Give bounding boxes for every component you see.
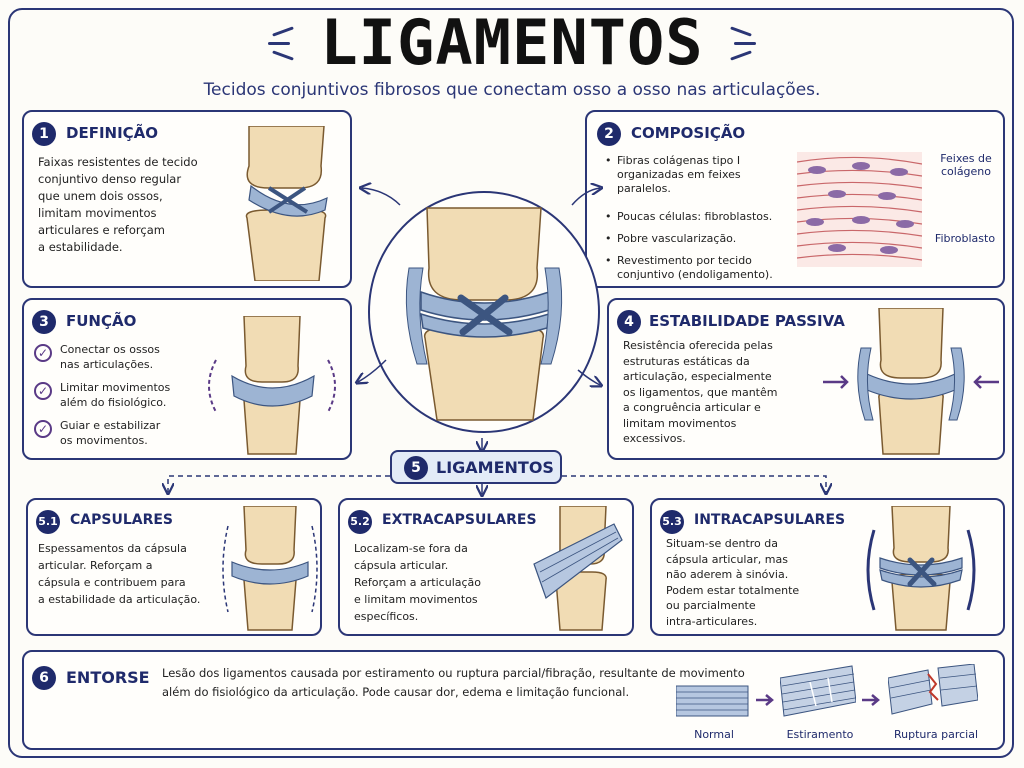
ruptured-fibers-icon (888, 664, 978, 715)
check-icon: ✓ (34, 344, 52, 362)
fibroblasto-label: Fibroblasto (934, 232, 996, 245)
page-title: LIGAMENTOS (320, 6, 704, 79)
stage-normal-label: Normal (694, 728, 734, 741)
connector-arrows (0, 0, 1024, 500)
intracapsular-knee-icon (866, 506, 976, 631)
stretched-fibers-icon (780, 665, 856, 717)
capsular-knee-icon (222, 506, 318, 631)
section-title: CAPSULARES (70, 512, 174, 528)
compression-knee-icon (823, 308, 999, 455)
section-title: ENTORSE (66, 668, 150, 687)
check-icon: ✓ (34, 382, 52, 400)
check-icon: ✓ (34, 420, 52, 438)
estabilidade-card: 4 ESTABILIDADE PASSIVA Resistência ofere… (607, 298, 1005, 460)
title-accent-left (268, 42, 290, 45)
knee-illustration-icon (245, 126, 328, 281)
rotation-knee-icon (208, 316, 336, 455)
extracapsulares-card: 5.2 EXTRACAPSULARES Localizam-se fora da… (338, 498, 634, 636)
poster-frame (8, 8, 1014, 758)
section-number: 5.2 (348, 510, 372, 534)
collagen-fibers-icon (797, 152, 922, 267)
section-number: 1 (32, 122, 56, 146)
section-number: 3 (32, 310, 56, 334)
section-title: COMPOSIÇÃO (631, 124, 746, 142)
entorse-card: 6 ENTORSE Lesão dos ligamentos causada p… (22, 650, 1005, 750)
composicao-item: Pobre vascularização. (605, 232, 736, 246)
page-subtitle: Tecidos conjuntivos fibrosos que conecta… (203, 80, 821, 100)
definicao-card: 1 DEFINIÇÃO Faixas resistentes de tecido… (22, 110, 352, 288)
section-number: 5.3 (660, 510, 684, 534)
title-accent-right (734, 42, 756, 45)
stage-stretch-label: Estiramento (786, 728, 854, 741)
entorse-text: Lesão dos ligamentos causada por estiram… (162, 666, 745, 699)
section-title: ESTABILIDADE PASSIVA (649, 312, 845, 330)
section-number: 2 (597, 122, 621, 146)
section-number: 4 (617, 310, 641, 334)
composicao-card: 2 COMPOSIÇÃO Fibras colágenas tipo Iorga… (585, 110, 1005, 288)
section-title: EXTRACAPSULARES (382, 512, 537, 528)
arrow-right-icon (756, 694, 774, 706)
section-title: DEFINIÇÃO (66, 124, 159, 142)
section-title: FUNÇÃO (66, 312, 137, 330)
extracapsular-knee-icon (533, 506, 623, 631)
section-title: INTRACAPSULARES (694, 512, 846, 528)
section-number: 5 (404, 456, 428, 480)
section-title: LIGAMENTOS (436, 458, 554, 477)
normal-fibers-icon (676, 685, 749, 717)
stage-rupture-label: Ruptura parcial (893, 728, 979, 741)
section-number: 5.1 (36, 510, 60, 534)
central-knee-icon (368, 191, 600, 433)
section-number: 6 (32, 666, 56, 690)
composicao-item: Poucas células: fibroblastos. (605, 210, 772, 224)
ligamentos-header: 5 LIGAMENTOS (390, 450, 562, 484)
arrow-right-icon (862, 694, 880, 706)
